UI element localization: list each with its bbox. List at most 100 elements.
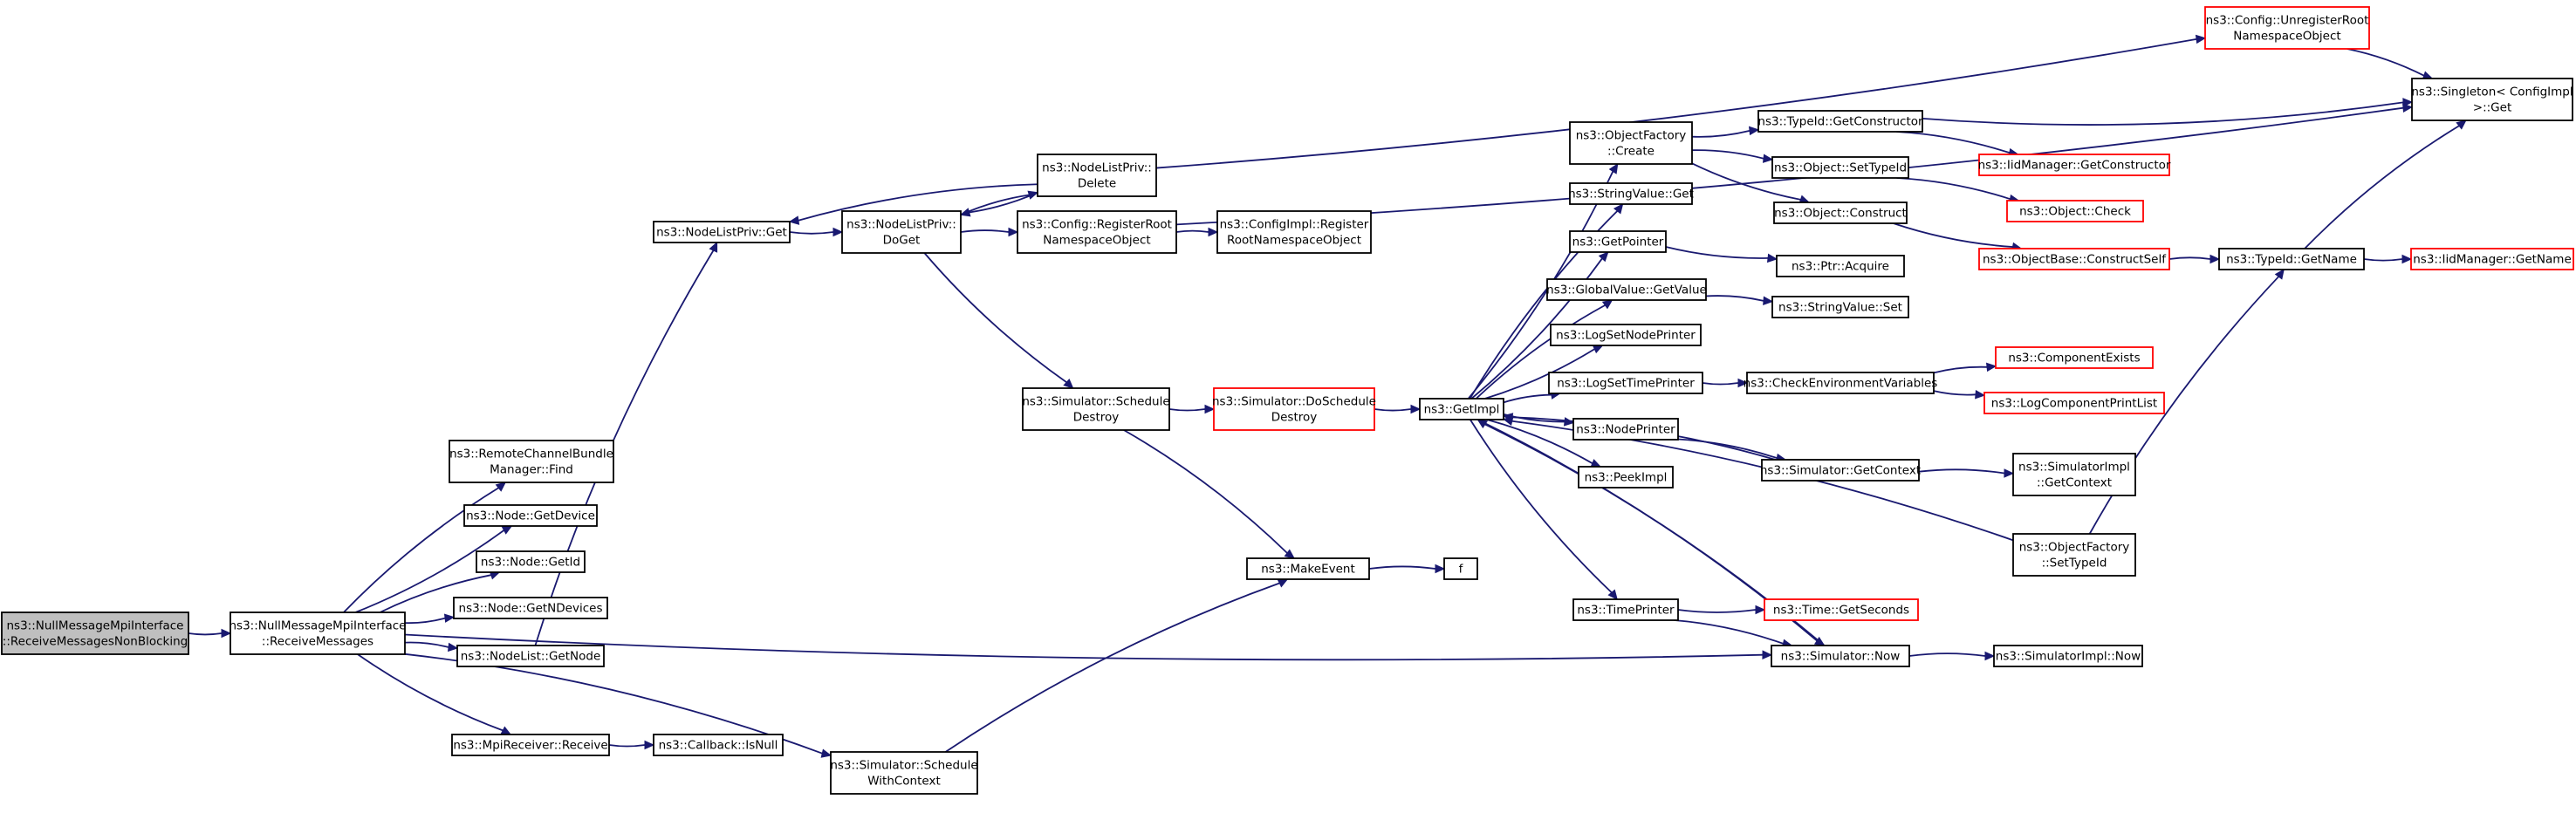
node-nodePrinter[interactable]: ns3::NodePrinter [1572, 418, 1679, 441]
node-box[interactable] [1771, 156, 1909, 179]
node-iidGetConstructor[interactable]: ns3::IidManager::GetConstructor [1978, 154, 2171, 176]
node-cfgUnregister[interactable]: ns3::Config::UnregisterRootNamespaceObje… [2204, 6, 2370, 50]
node-box[interactable] [1993, 645, 2143, 667]
node-logSetNodePrinter[interactable]: ns3::LogSetNodePrinter [1550, 324, 1702, 346]
node-box[interactable] [1569, 121, 1693, 165]
node-box[interactable] [1546, 278, 1707, 301]
node-box[interactable] [1022, 387, 1170, 431]
node-box[interactable] [1550, 324, 1702, 346]
node-ofSetTypeId[interactable]: ns3::ObjectFactory::SetTypeId [2012, 533, 2136, 577]
node-box[interactable] [1548, 372, 1703, 394]
node-box[interactable] [230, 611, 406, 655]
node-box[interactable] [449, 440, 614, 483]
node-box[interactable] [653, 221, 791, 243]
node-objectSetTypeId[interactable]: ns3::Object::SetTypeId [1771, 156, 1909, 179]
node-simImplNow[interactable]: ns3::SimulatorImpl::Now [1993, 645, 2143, 667]
node-getDevice[interactable]: ns3::Node::GetDevice [463, 504, 598, 527]
node-getImpl[interactable]: ns3::GetImpl [1419, 398, 1504, 420]
node-getPointer[interactable]: ns3::GetPointer [1569, 230, 1667, 253]
node-box[interactable] [653, 734, 784, 756]
node-box[interactable] [1578, 466, 1674, 488]
node-mpiReceive[interactable]: ns3::MpiReceiver::Receive [451, 734, 610, 756]
node-getNode[interactable]: ns3::NodeList::GetNode [456, 645, 605, 667]
node-constructSelf[interactable]: ns3::ObjectBase::ConstructSelf [1978, 248, 2170, 270]
node-box[interactable] [1246, 557, 1370, 580]
node-box[interactable] [1773, 202, 1908, 224]
node-box[interactable] [841, 210, 962, 254]
node-box[interactable] [1757, 110, 1923, 133]
node-objectConstruct[interactable]: ns3::Object::Construct [1773, 202, 1908, 224]
node-isNull[interactable]: ns3::Callback::IsNull [653, 734, 784, 756]
node-box[interactable] [1978, 154, 2170, 176]
node-root[interactable]: ns3::NullMessageMpiInterface::ReceiveMes… [1, 611, 189, 655]
node-box[interactable] [451, 734, 610, 756]
node-box[interactable] [1, 611, 189, 655]
node-box[interactable] [456, 645, 605, 667]
node-box[interactable] [1761, 459, 1920, 482]
node-logComponentPrintList[interactable]: ns3::LogComponentPrintList [1983, 392, 2165, 414]
node-peekImpl[interactable]: ns3::PeekImpl [1578, 466, 1674, 488]
node-f[interactable]: f [1443, 557, 1478, 580]
node-box[interactable] [1443, 557, 1478, 580]
node-box[interactable] [1569, 182, 1693, 205]
node-getId[interactable]: ns3::Node::GetId [476, 550, 586, 573]
node-ofCreate[interactable]: ns3::ObjectFactory::Create [1569, 121, 1693, 165]
node-getNDevices[interactable]: ns3::Node::GetNDevices [453, 597, 608, 619]
node-checkEnv[interactable]: ns3::CheckEnvironmentVariables [1744, 372, 1938, 394]
node-cfgImplRegister[interactable]: ns3::ConfigImpl::RegisterRootNamespaceOb… [1216, 210, 1372, 254]
node-simGetContext[interactable]: ns3::Simulator::GetContext [1760, 459, 1921, 482]
node-box[interactable] [1572, 418, 1679, 441]
node-box[interactable] [2012, 533, 2136, 577]
node-box[interactable] [1017, 210, 1177, 254]
node-box[interactable] [1216, 210, 1372, 254]
node-simNow[interactable]: ns3::Simulator::Now [1771, 645, 1910, 667]
node-box[interactable] [1764, 598, 1919, 621]
node-box[interactable] [1983, 392, 2165, 414]
node-box[interactable] [1569, 230, 1667, 253]
node-box[interactable] [476, 550, 586, 573]
node-box[interactable] [1776, 255, 1905, 277]
node-logSetTimePrinter[interactable]: ns3::LogSetTimePrinter [1548, 372, 1703, 394]
node-singletonGet[interactable]: ns3::Singleton< ConfigImpl>::Get [2411, 78, 2573, 121]
node-timeGetSeconds[interactable]: ns3::Time::GetSeconds [1764, 598, 1919, 621]
node-box[interactable] [1037, 154, 1157, 197]
node-nlpGet[interactable]: ns3::NodeListPriv::Get [653, 221, 791, 243]
node-objectCheck[interactable]: ns3::Object::Check [2006, 200, 2144, 222]
node-box[interactable] [2012, 453, 2136, 496]
node-iidGetName[interactable]: ns3::IidManager::GetName [2410, 248, 2574, 270]
node-box[interactable] [1213, 387, 1375, 431]
node-nlpDelete[interactable]: ns3::NodeListPriv::Delete [1037, 154, 1157, 197]
node-nlpDoGet[interactable]: ns3::NodeListPriv::DoGet [841, 210, 962, 254]
node-makeEvent[interactable]: ns3::MakeEvent [1246, 557, 1370, 580]
node-timePrinter[interactable]: ns3::TimePrinter [1572, 598, 1679, 621]
node-componentExists[interactable]: ns3::ComponentExists [1995, 346, 2154, 369]
node-box[interactable] [463, 504, 598, 527]
node-typeIdGetName[interactable]: ns3::TypeId::GetName [2218, 248, 2365, 270]
node-simImplGetContext[interactable]: ns3::SimulatorImpl::GetContext [2012, 453, 2136, 496]
node-stringValueGet[interactable]: ns3::StringValue::Get [1568, 182, 1694, 205]
node-box[interactable] [830, 751, 978, 795]
node-box[interactable] [1771, 645, 1910, 667]
node-stringValueSet[interactable]: ns3::StringValue::Set [1771, 296, 1909, 318]
node-globalValueGetValue[interactable]: ns3::GlobalValue::GetValue [1546, 278, 1707, 301]
node-box[interactable] [2204, 6, 2370, 50]
node-box[interactable] [2006, 200, 2144, 222]
node-box[interactable] [1419, 398, 1504, 420]
node-box[interactable] [2410, 248, 2574, 270]
node-box[interactable] [1995, 346, 2154, 369]
node-typeIdGetConstructor[interactable]: ns3::TypeId::GetConstructor [1757, 110, 1923, 133]
node-receiveMessages[interactable]: ns3::NullMessageMpiInterface::ReceiveMes… [229, 611, 407, 655]
node-box[interactable] [1746, 372, 1935, 394]
node-ptrAcquire[interactable]: ns3::Ptr::Acquire [1776, 255, 1905, 277]
node-box[interactable] [1771, 296, 1909, 318]
node-box[interactable] [453, 597, 608, 619]
node-box[interactable] [2218, 248, 2365, 270]
node-box[interactable] [1572, 598, 1679, 621]
node-box[interactable] [1978, 248, 2170, 270]
node-box[interactable] [2411, 78, 2573, 121]
